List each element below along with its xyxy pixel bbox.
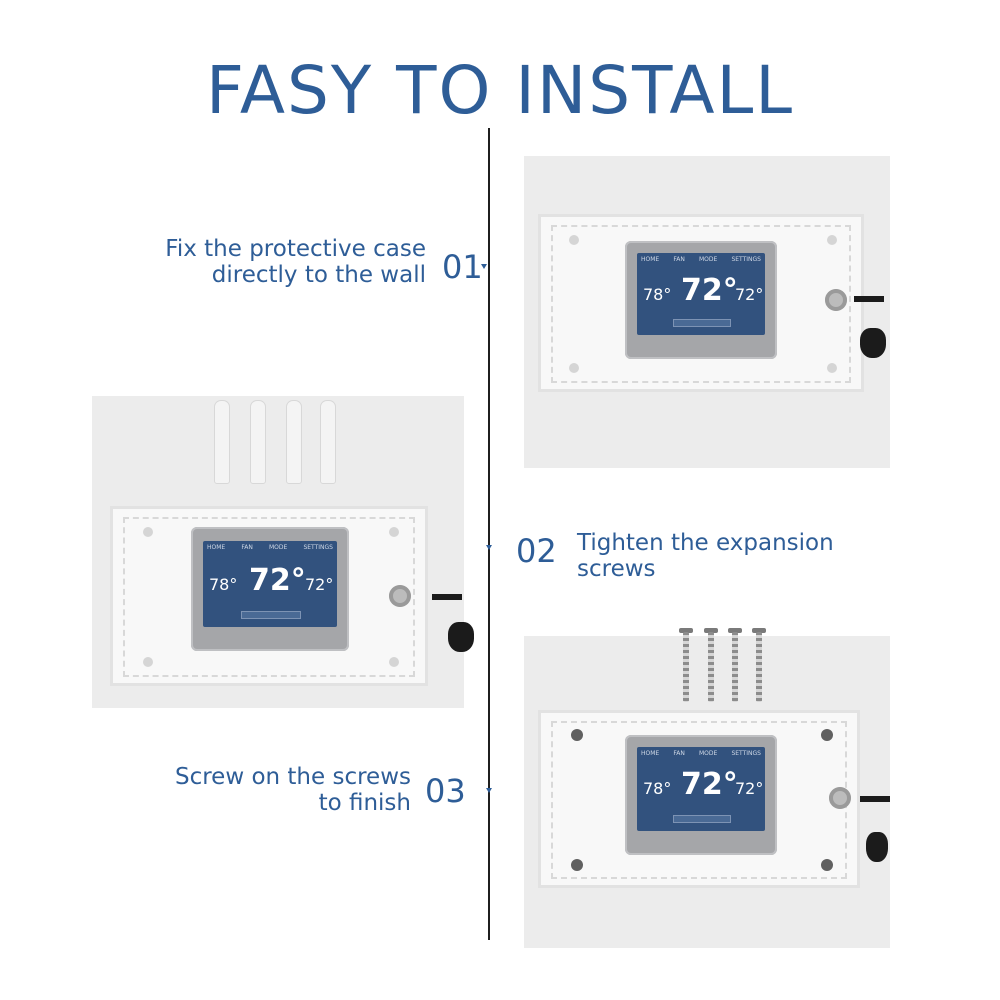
step-2-line2: screws bbox=[577, 556, 656, 582]
tab-settings: SETTINGS bbox=[731, 750, 761, 757]
setpoint-temp: 72° bbox=[681, 273, 738, 308]
screw-icon bbox=[756, 632, 762, 702]
tab-fan: FAN bbox=[673, 256, 685, 263]
step-3-line2: to finish bbox=[318, 790, 411, 816]
indoor-temp: 78° bbox=[643, 285, 672, 304]
screw-icon bbox=[732, 632, 738, 702]
tab-home: HOME bbox=[641, 750, 660, 757]
step-2-tick-icon bbox=[486, 545, 492, 550]
step-1-number: 01 bbox=[442, 248, 483, 286]
anchor-icon bbox=[214, 400, 230, 484]
step-1-line1: Fix the protective case bbox=[165, 236, 426, 262]
page-title: FASY TO INSTALL bbox=[205, 52, 795, 129]
thermostat-screen: HOME FAN MODE SETTINGS 78° 72° 72° bbox=[203, 541, 337, 627]
mount-hole bbox=[569, 235, 579, 245]
indoor-temp: 78° bbox=[643, 779, 672, 798]
mount-hole bbox=[143, 657, 153, 667]
key-icon bbox=[866, 832, 888, 862]
mount-hole bbox=[389, 527, 399, 537]
protective-case: HOME FAN MODE SETTINGS 78° 72° 72° bbox=[538, 214, 864, 392]
lock-icon bbox=[825, 289, 847, 311]
tab-home: HOME bbox=[207, 544, 226, 551]
thermostat-screen: HOME FAN MODE SETTINGS 78° 72° 72° bbox=[637, 253, 765, 335]
mount-hole bbox=[827, 363, 837, 373]
mount-hole bbox=[389, 657, 399, 667]
step-1-text: Fix the protective case directly to the … bbox=[160, 236, 426, 288]
step-3-number: 03 bbox=[425, 772, 466, 810]
thermostat-tabs: HOME FAN MODE SETTINGS bbox=[641, 256, 761, 263]
screw-icon bbox=[708, 632, 714, 702]
tab-mode: MODE bbox=[268, 544, 288, 551]
step-2-number: 02 bbox=[516, 532, 557, 570]
step-2-text: Tighten the expansion screws bbox=[577, 530, 877, 582]
key-ring bbox=[860, 796, 890, 802]
step-3-text: Screw on the screws to finish bbox=[140, 764, 411, 816]
tab-fan: FAN bbox=[241, 544, 253, 551]
key-icon bbox=[448, 622, 474, 652]
anchor-icon bbox=[250, 400, 266, 484]
screw-icon bbox=[752, 628, 766, 633]
screw-icon bbox=[679, 628, 693, 633]
indoor-temp: 78° bbox=[209, 575, 238, 594]
thermostat: HOME FAN MODE SETTINGS 78° 72° 72° bbox=[625, 735, 777, 855]
step-1-tick-icon bbox=[481, 264, 487, 269]
key-ring bbox=[432, 594, 462, 600]
case-frame bbox=[123, 517, 415, 677]
schedule-bar bbox=[673, 319, 731, 327]
anchor-icon bbox=[286, 400, 302, 484]
schedule-bar bbox=[241, 611, 301, 619]
thermostat: HOME FAN MODE SETTINGS 78° 72° 72° bbox=[625, 241, 777, 359]
protective-case: HOME FAN MODE SETTINGS 78° 72° 72° bbox=[110, 506, 428, 686]
mount-hole bbox=[827, 235, 837, 245]
screw-icon bbox=[704, 628, 718, 633]
protective-case: HOME FAN MODE SETTINGS 78° 72° 72° bbox=[538, 710, 860, 888]
outdoor-temp: 72° bbox=[305, 575, 334, 594]
mount-hole bbox=[143, 527, 153, 537]
lock-icon bbox=[389, 585, 411, 607]
thermostat-screen: HOME FAN MODE SETTINGS 78° 72° 72° bbox=[637, 747, 765, 831]
schedule-bar bbox=[673, 815, 731, 823]
step-2-line1: Tighten the expansion bbox=[577, 530, 834, 556]
fastener-icon bbox=[571, 859, 583, 871]
setpoint-temp: 72° bbox=[681, 767, 738, 802]
key-icon bbox=[860, 328, 886, 358]
tab-home: HOME bbox=[641, 256, 660, 263]
fastener-icon bbox=[821, 729, 833, 741]
thermostat: HOME FAN MODE SETTINGS 78° 72° 72° bbox=[191, 527, 349, 651]
tab-settings: SETTINGS bbox=[303, 544, 333, 551]
outdoor-temp: 72° bbox=[735, 285, 764, 304]
tab-mode: MODE bbox=[698, 750, 718, 757]
tab-mode: MODE bbox=[698, 256, 718, 263]
lock-icon bbox=[829, 787, 851, 809]
tab-settings: SETTINGS bbox=[731, 256, 761, 263]
screw-icon bbox=[728, 628, 742, 633]
fastener-icon bbox=[821, 859, 833, 871]
fastener-icon bbox=[571, 729, 583, 741]
step-3-photo: HOME FAN MODE SETTINGS 78° 72° 72° bbox=[524, 628, 890, 948]
key-ring bbox=[854, 296, 884, 302]
thermostat-tabs: HOME FAN MODE SETTINGS bbox=[207, 544, 333, 551]
step-3-tick-icon bbox=[486, 788, 492, 793]
outdoor-temp: 72° bbox=[735, 779, 764, 798]
step-1-line2: directly to the wall bbox=[211, 262, 426, 288]
thermostat-tabs: HOME FAN MODE SETTINGS bbox=[641, 750, 761, 757]
screw-icon bbox=[683, 632, 689, 702]
tab-fan: FAN bbox=[673, 750, 685, 757]
setpoint-temp: 72° bbox=[249, 563, 306, 598]
anchor-icon bbox=[320, 400, 336, 484]
step-1-photo: HOME FAN MODE SETTINGS 78° 72° 72° bbox=[524, 156, 890, 468]
step-2-photo: HOME FAN MODE SETTINGS 78° 72° 72° bbox=[92, 396, 474, 708]
timeline-line bbox=[488, 128, 490, 940]
case-frame bbox=[551, 225, 851, 383]
mount-hole bbox=[569, 363, 579, 373]
step-3-line1: Screw on the screws bbox=[174, 764, 411, 790]
